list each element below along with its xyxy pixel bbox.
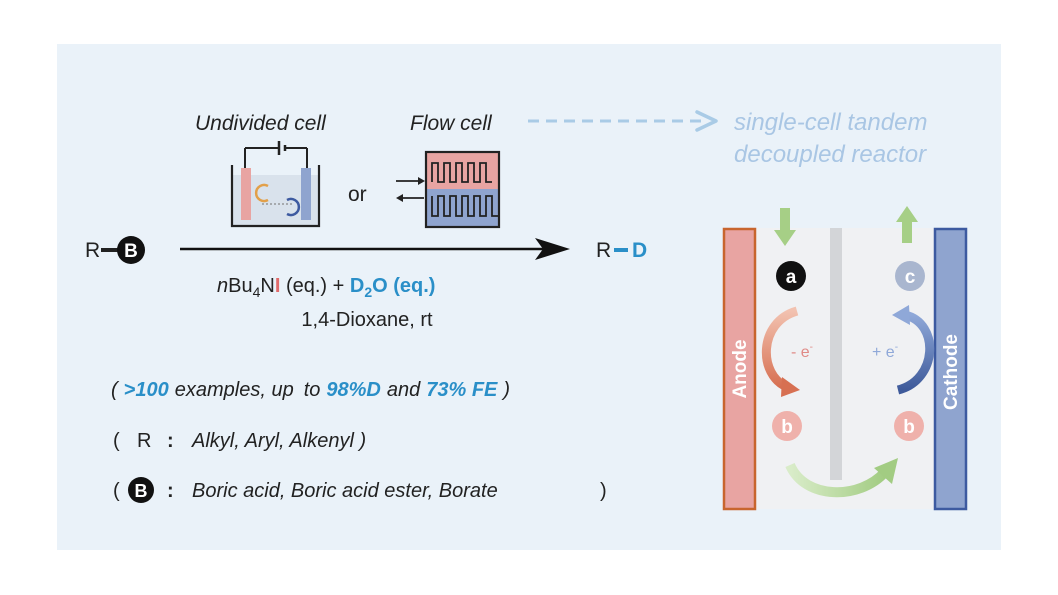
oxidation-arrow-head bbox=[781, 377, 800, 397]
reagent-n: N bbox=[260, 275, 274, 297]
scope-fe: 73% FE bbox=[426, 379, 498, 401]
reagent-d: D bbox=[350, 275, 364, 297]
reagent-prefix: n bbox=[217, 275, 228, 297]
scope-examples: examples, up bbox=[175, 379, 294, 401]
reagent-iodide: I bbox=[275, 275, 281, 297]
scope-line3-close: ) bbox=[600, 480, 607, 502]
reagent-eq: (eq.) + bbox=[280, 275, 349, 297]
step-b-left-letter: b bbox=[781, 417, 793, 438]
reactor-membrane bbox=[830, 228, 842, 480]
anode-label: Anode bbox=[730, 339, 751, 398]
step-b-right-letter: b bbox=[903, 417, 915, 438]
oxidation-arrow bbox=[762, 306, 799, 392]
dashed-arrow bbox=[528, 110, 718, 132]
plus-e-label: + e- bbox=[872, 342, 898, 361]
scope-deuterium: 98%D bbox=[326, 379, 380, 401]
scope-line3-text: Boric acid, Boric acid ester, Borate bbox=[192, 480, 498, 502]
or-label: or bbox=[348, 183, 367, 206]
transfer-arrow bbox=[785, 462, 889, 498]
scope-to: to bbox=[304, 379, 321, 401]
reactor-body bbox=[724, 228, 967, 509]
scope-line3-open: ( bbox=[113, 480, 120, 502]
step-c-letter: c bbox=[905, 267, 916, 288]
cathode-label: Cathode bbox=[941, 334, 962, 410]
product-d: D bbox=[632, 239, 647, 262]
reduction-arrow-head bbox=[892, 305, 910, 325]
scope-count: >100 bbox=[124, 379, 169, 401]
reduction-arrow bbox=[896, 310, 935, 395]
flow-cell-icon bbox=[396, 150, 501, 229]
reactor-title-line1: single-cell tandem bbox=[734, 109, 927, 136]
cathode-electrode bbox=[933, 227, 968, 511]
inflow-arrow-icon bbox=[774, 208, 796, 246]
scope-line2-text: Alkyl, Aryl, Alkenyl ) bbox=[191, 430, 366, 452]
step-a-badge bbox=[776, 261, 806, 291]
product-r: R bbox=[596, 239, 611, 262]
reactor-diagram: Anode Cathode a c b b - e- + e- bbox=[722, 206, 968, 511]
reagent-o: O (eq.) bbox=[372, 275, 435, 297]
scope-and: and bbox=[387, 379, 421, 401]
undivided-cell-label: Undivided cell bbox=[195, 112, 327, 135]
reagent-line: nBu4NI (eq.) + D2O (eq.) bbox=[217, 275, 435, 300]
anode-electrode bbox=[722, 227, 757, 511]
step-a-letter: a bbox=[786, 267, 797, 288]
step-b-right-badge bbox=[894, 411, 924, 441]
scope-line3-colon: : bbox=[167, 480, 174, 502]
step-c-badge bbox=[895, 261, 925, 291]
transfer-arrow-head bbox=[874, 458, 898, 484]
flow-cell-label: Flow cell bbox=[410, 112, 493, 135]
scope-boron-badge bbox=[128, 477, 154, 503]
minus-e-label: - e- bbox=[791, 342, 813, 361]
scope-line1-close: ) bbox=[501, 379, 510, 401]
scope-line2-r: R bbox=[137, 430, 151, 452]
reactant-r: R bbox=[85, 239, 100, 262]
scope-line2-colon: : bbox=[167, 430, 174, 452]
scope-boron-letter: B bbox=[135, 481, 148, 501]
reagent-sub4: 4 bbox=[253, 284, 261, 300]
outflow-arrow-icon bbox=[896, 206, 918, 243]
reagent-sub2: 2 bbox=[364, 284, 372, 300]
reactor-title-line2: decoupled reactor bbox=[734, 141, 927, 168]
reactant-boron-badge bbox=[117, 236, 145, 264]
step-b-left-badge bbox=[772, 411, 802, 441]
scope-line2-open: ( bbox=[113, 430, 120, 452]
undivided-cell-icon bbox=[230, 141, 321, 228]
reactant-boron-letter: B bbox=[124, 241, 138, 262]
conditions: 1,4-Dioxane, rt bbox=[301, 309, 433, 331]
reagent-bu: Bu bbox=[228, 275, 252, 297]
reaction-arrow-head bbox=[535, 238, 570, 260]
scope-line1-open: ( bbox=[111, 379, 120, 401]
